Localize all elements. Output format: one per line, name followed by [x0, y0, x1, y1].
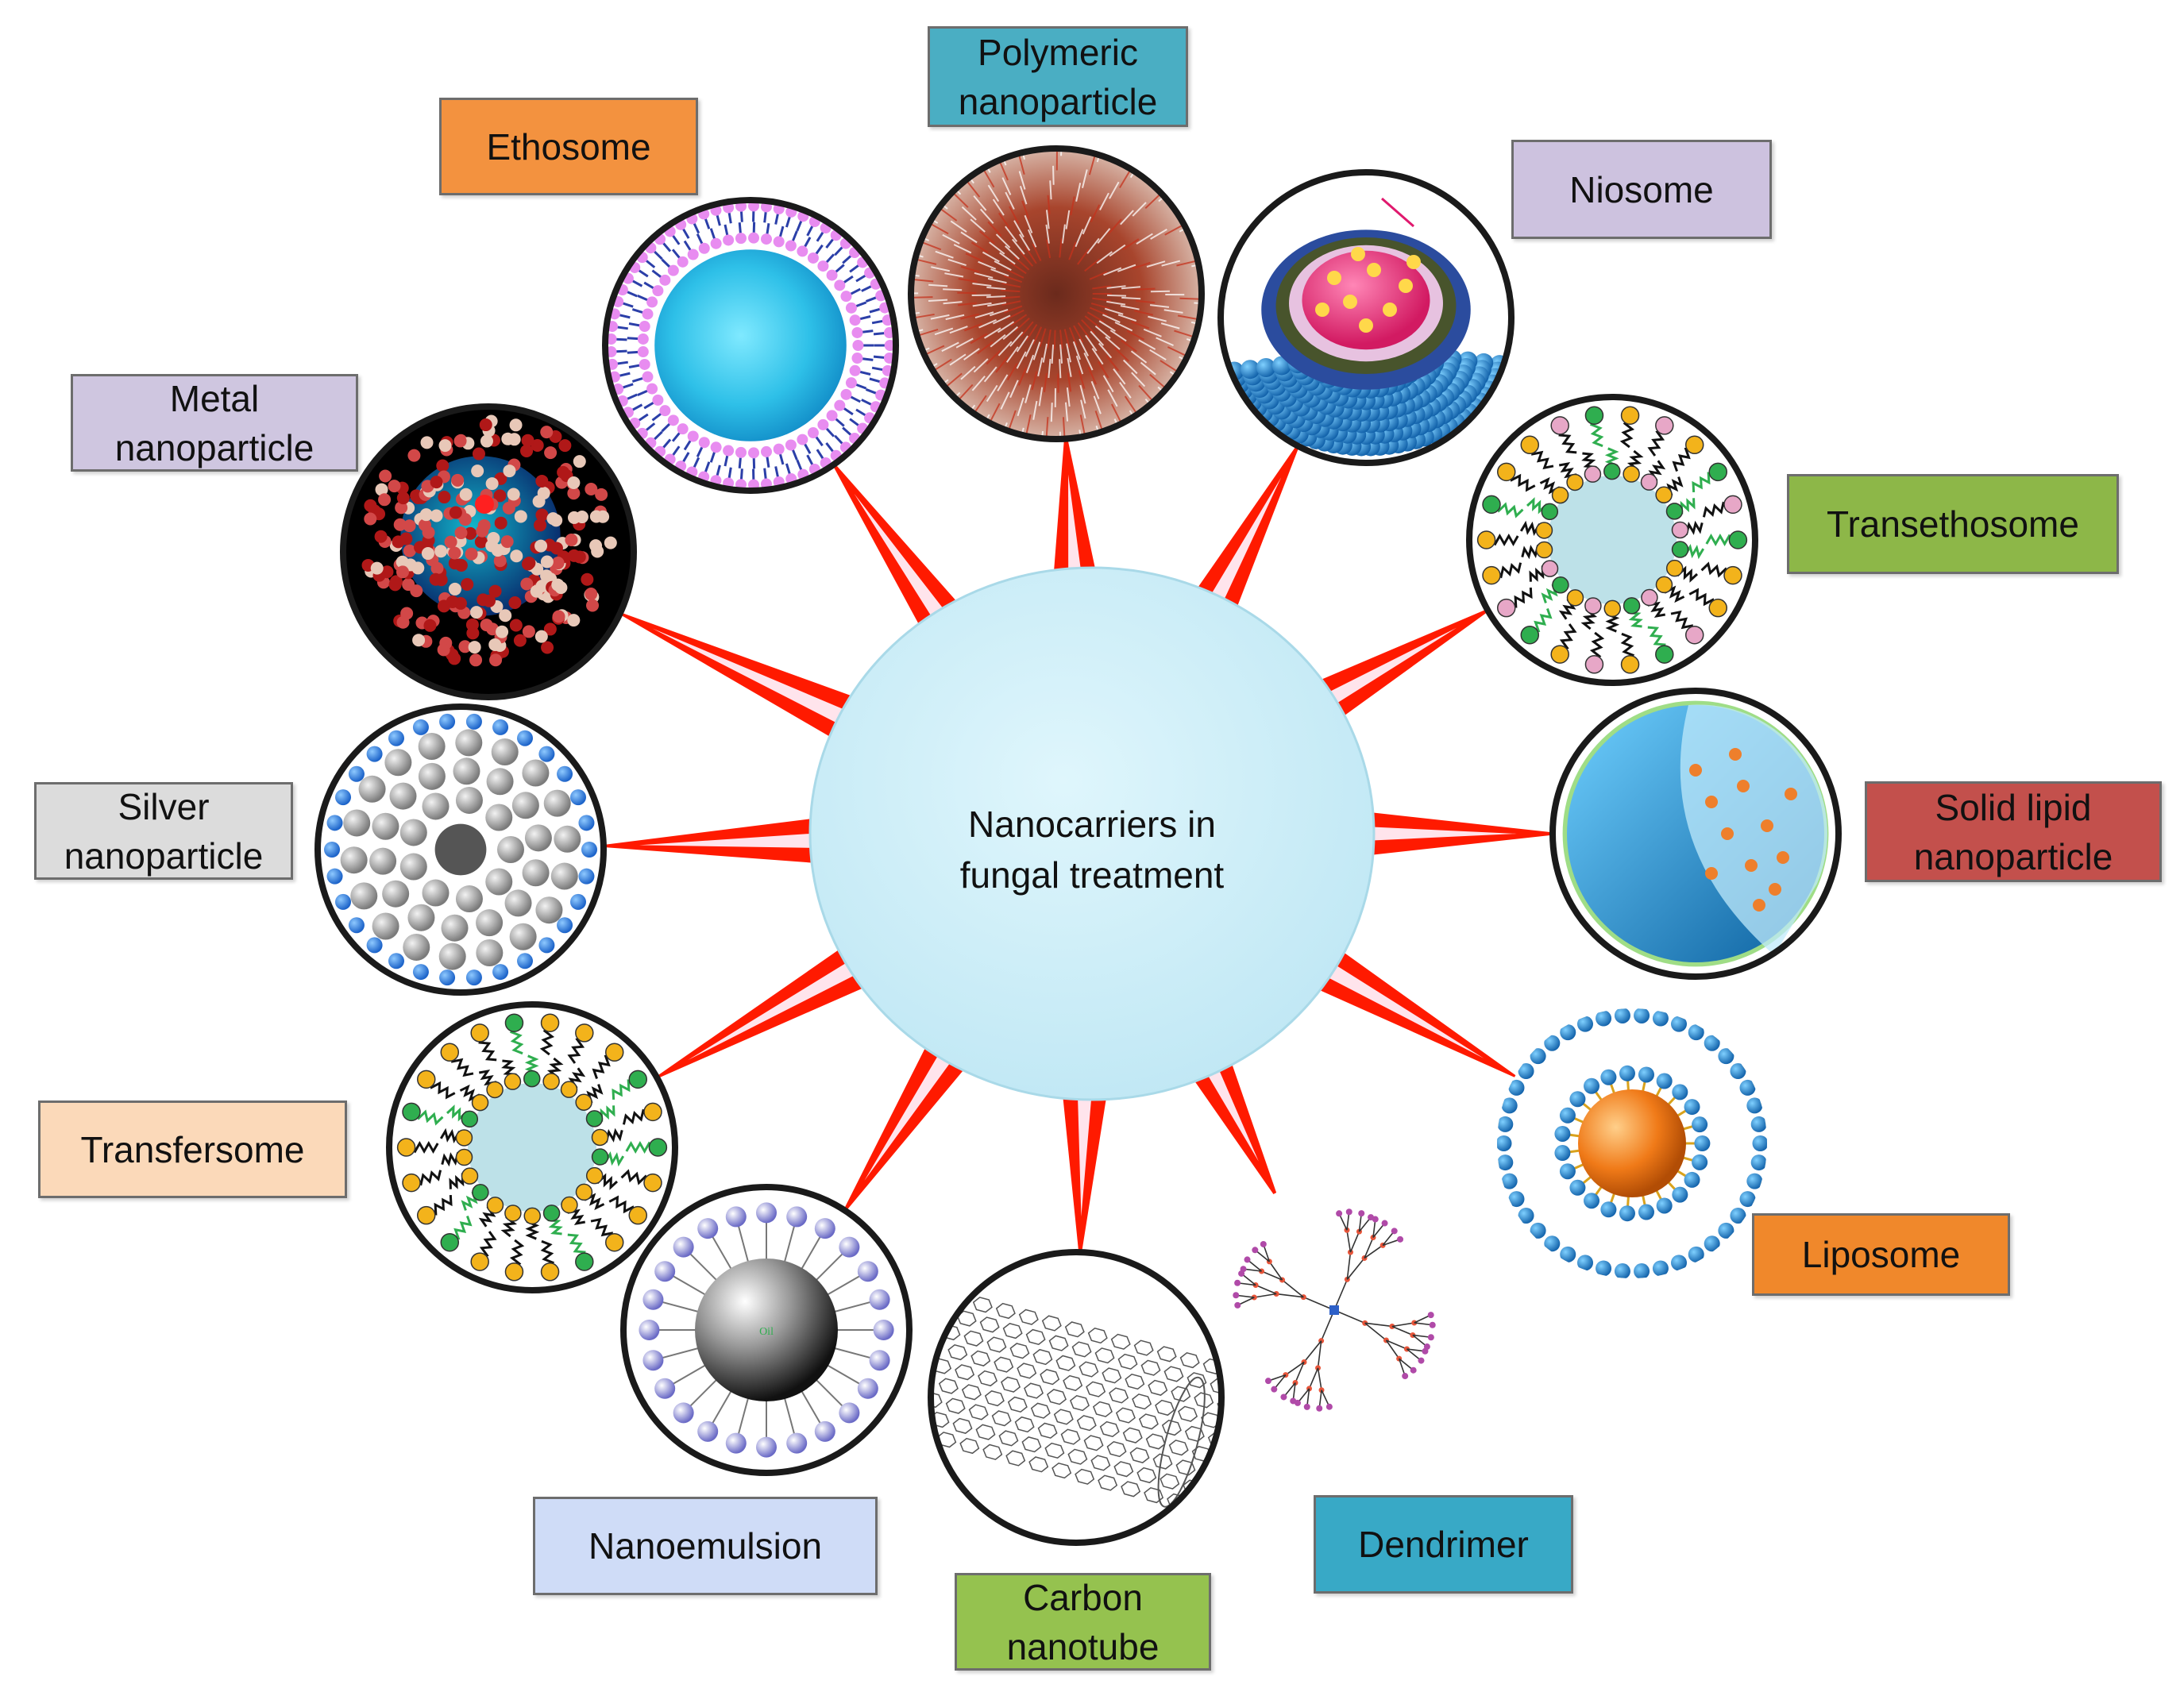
silver-nanoparticle-icon: [318, 707, 604, 993]
liposome-icon: [1474, 985, 1791, 1301]
oil-core-label: Oil: [759, 1326, 774, 1338]
label-metal-nanoparticle: Metal nanoparticle: [71, 374, 358, 472]
label-dendrimer: Dendrimer: [1314, 1495, 1573, 1594]
label-ethosome: Ethosome: [439, 98, 698, 195]
label-transethosome: Transethosome: [1787, 474, 2119, 574]
center-title: Nanocarriers in fungal treatment: [870, 794, 1314, 905]
label-niosome: Niosome: [1511, 140, 1772, 239]
polymeric-nanoparticle-icon: [885, 122, 1227, 465]
solid-lipid-nanoparticle-icon: [1553, 691, 1839, 977]
ethosome-icon: [605, 200, 896, 491]
metal-nanoparticle-icon: [343, 407, 634, 697]
label-liposome: Liposome: [1752, 1213, 2010, 1296]
dendrimer-icon: [1203, 1179, 1465, 1441]
transfersome-icon: [389, 1004, 675, 1290]
nanoemulsion-icon: Oil: [623, 1187, 909, 1473]
transethosome-icon: [1469, 397, 1755, 683]
label-silver-nanoparticle: Silver nanoparticle: [34, 782, 293, 880]
label-polymeric-nanoparticle: Polymeric nanoparticle: [928, 26, 1188, 127]
label-nanoemulsion: Nanoemulsion: [533, 1497, 878, 1595]
label-transfersome: Transfersome: [38, 1100, 347, 1198]
niosome-icon: [1221, 172, 1511, 463]
label-carbon-nanotube: Carbon nanotube: [955, 1573, 1211, 1671]
label-solid-lipid-nanoparticle: Solid lipid nanoparticle: [1865, 781, 2162, 882]
